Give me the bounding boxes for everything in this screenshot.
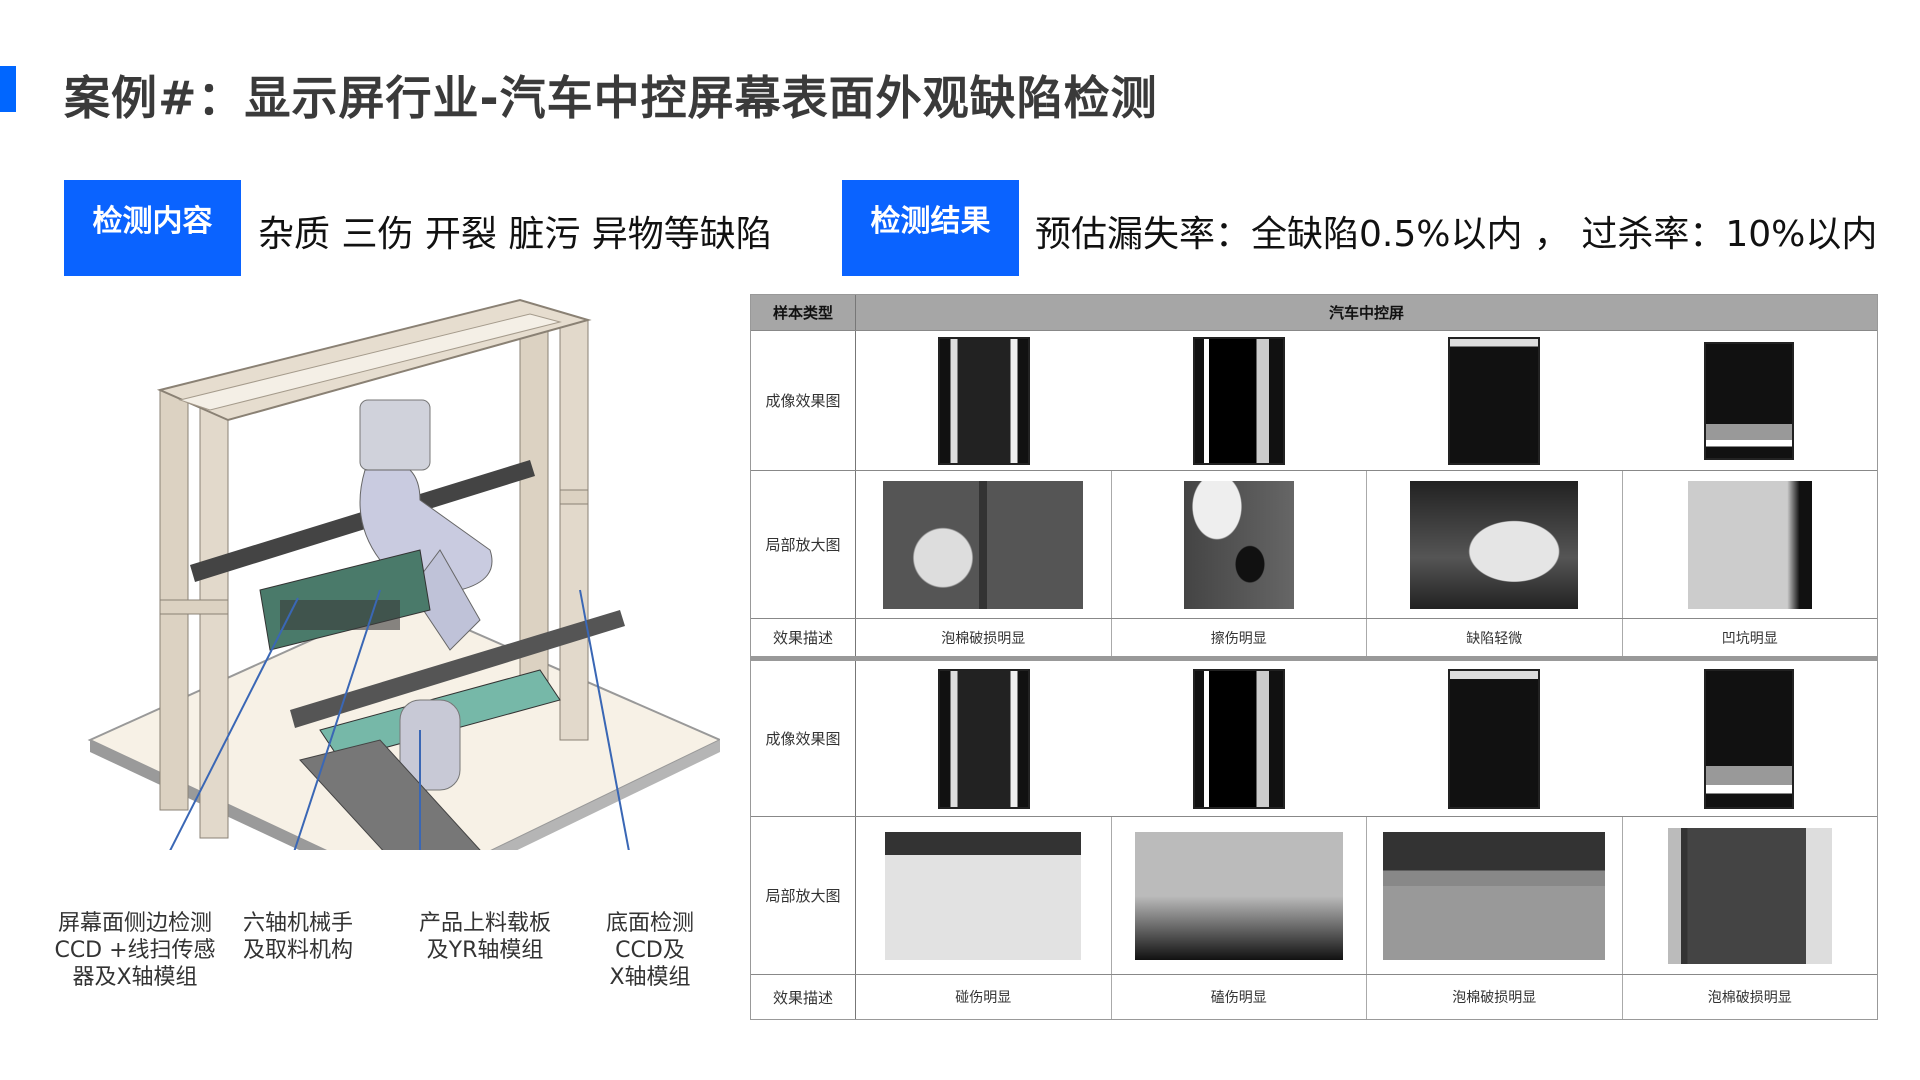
header-label: 样本类型 [751, 295, 856, 330]
description-cell: 泡棉破损明显 [1707, 990, 1792, 1006]
inspection-machine-illustration [80, 290, 723, 911]
imaging-thumbnail [1704, 668, 1795, 809]
imaging-thumbnail [937, 336, 1030, 465]
detection-content-tag: 检测内容 [64, 180, 241, 276]
detection-content-text: 杂质 三伤 开裂 脏污 异物等缺陷 [258, 214, 772, 255]
imaging-thumbnail [1192, 668, 1285, 809]
imaging-thumbnail [1448, 336, 1541, 465]
zoom-thumbnail [1383, 831, 1606, 960]
detection-result-tag: 检测结果 [842, 180, 1019, 276]
callout-side-ccd: 屏幕面侧边检测 CCD +线扫传感 器及X轴模组 [54, 911, 216, 990]
detection-result-text: 预估漏失率：全缺陷0.5%以内 ， 过杀率：10%以内 [1035, 214, 1878, 255]
zoom-thumbnail [1183, 480, 1294, 609]
machine-callout-labels: 屏幕面侧边检测 CCD +线扫传感 器及X轴模组 六轴机械手 及取料机构 产品上… [50, 910, 730, 1020]
imaging-thumbnail [937, 668, 1030, 809]
callout-robot-arm: 六轴机械手 及取料机构 [242, 911, 353, 963]
callout-bottom-ccd: 底面检测 CCD及 X轴模组 [605, 911, 694, 990]
table-header-row: 样本类型 汽车中控屏 [751, 295, 1877, 331]
row-label-zoom: 局部放大图 [751, 817, 856, 974]
zoom-thumbnail [1687, 480, 1812, 609]
row-label-zoom: 局部放大图 [751, 471, 856, 618]
imaging-thumbnail [1448, 668, 1541, 809]
zoom-thumbnail [883, 480, 1084, 609]
table-row: 效果描述 碰伤明显 磕伤明显 泡棉破损明显 泡棉破损明显 [751, 975, 1877, 1019]
table-row: 成像效果图 [751, 331, 1877, 471]
description-cell: 泡棉破损明显 [856, 619, 1112, 656]
description-cell: 泡棉破损明显 [1367, 975, 1623, 1019]
description-cell: 碰伤明显 [856, 975, 1112, 1019]
zoom-thumbnail [1667, 827, 1832, 964]
description-cell: 磕伤明显 [1112, 975, 1367, 1019]
zoom-thumbnail [885, 831, 1082, 960]
description-cell: 凹坑明显 [1721, 630, 1778, 647]
row-label-imaging: 成像效果图 [751, 331, 856, 470]
callout-loading-plate: 产品上料载板 及YR轴模组 [418, 911, 551, 963]
table-row: 局部放大图 [751, 817, 1877, 975]
zoom-thumbnail [1410, 480, 1579, 609]
inspection-results-table: 样本类型 汽车中控屏 成像效果图 局部放大图 效果描述 泡棉破损明显 擦伤明显 … [750, 294, 1878, 1020]
header-value: 汽车中控屏 [1328, 304, 1404, 322]
imaging-thumbnail [1192, 336, 1285, 465]
table-row: 成像效果图 [751, 661, 1877, 817]
row-label-description: 效果描述 [751, 975, 856, 1019]
description-cell: 擦伤明显 [1112, 619, 1367, 656]
zoom-thumbnail [1134, 831, 1343, 960]
table-row: 效果描述 泡棉破损明显 擦伤明显 缺陷轻微 凹坑明显 [751, 619, 1877, 661]
row-label-description: 效果描述 [751, 619, 856, 656]
description-cell: 缺陷轻微 [1367, 619, 1623, 656]
imaging-thumbnail [1704, 341, 1795, 460]
page-title: 案例#：显示屏行业-汽车中控屏幕表面外观缺陷检测 [64, 71, 1158, 125]
row-label-imaging: 成像效果图 [751, 661, 856, 816]
title-accent-bar [0, 66, 16, 112]
table-row: 局部放大图 [751, 471, 1877, 619]
